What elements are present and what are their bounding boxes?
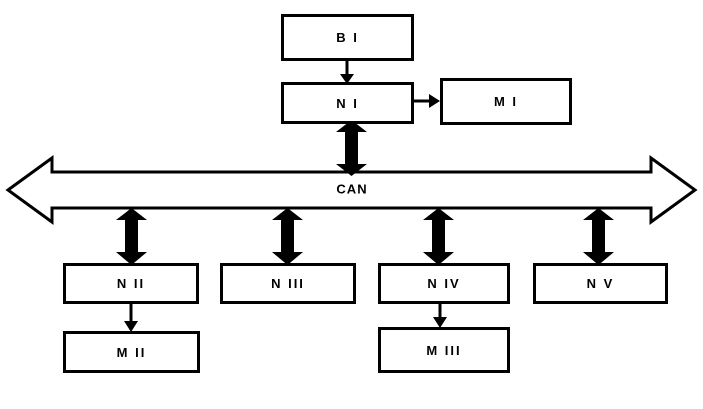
node-n4[interactable]: N IV (378, 263, 510, 304)
can-bus-label: CAN (336, 181, 368, 197)
node-n1-label: N I (336, 95, 359, 111)
connector-bus-to-n3 (272, 208, 303, 265)
connector-n1-to-bus (336, 120, 367, 176)
node-m1[interactable]: M I (440, 78, 572, 125)
node-n2[interactable]: N II (63, 263, 199, 304)
connector-b1-to-n1 (340, 59, 354, 84)
connector-bus-to-n2 (116, 208, 147, 265)
connector-bus-to-n5 (583, 208, 614, 265)
node-n4-label: N IV (427, 276, 461, 291)
node-m3-label: M III (426, 342, 462, 358)
node-n3-label: N III (271, 276, 305, 291)
node-m3[interactable]: M III (378, 327, 510, 373)
connector-n2-to-m2 (124, 303, 138, 332)
node-b1-label: B I (336, 30, 359, 45)
node-n2-label: N II (116, 276, 146, 291)
node-m2-label: M II (116, 344, 147, 360)
node-n5[interactable]: N V (533, 263, 668, 304)
node-m1-label: M I (493, 94, 519, 109)
connector-n4-to-m3 (433, 303, 447, 328)
node-n5-label: N V (586, 276, 615, 291)
node-m2[interactable]: M II (63, 331, 200, 373)
connector-n1-to-m1 (413, 94, 440, 108)
node-n3[interactable]: N III (220, 263, 356, 304)
connector-bus-to-n4 (423, 208, 454, 265)
node-n1[interactable]: N I (281, 82, 414, 124)
node-b1[interactable]: B I (281, 14, 414, 61)
